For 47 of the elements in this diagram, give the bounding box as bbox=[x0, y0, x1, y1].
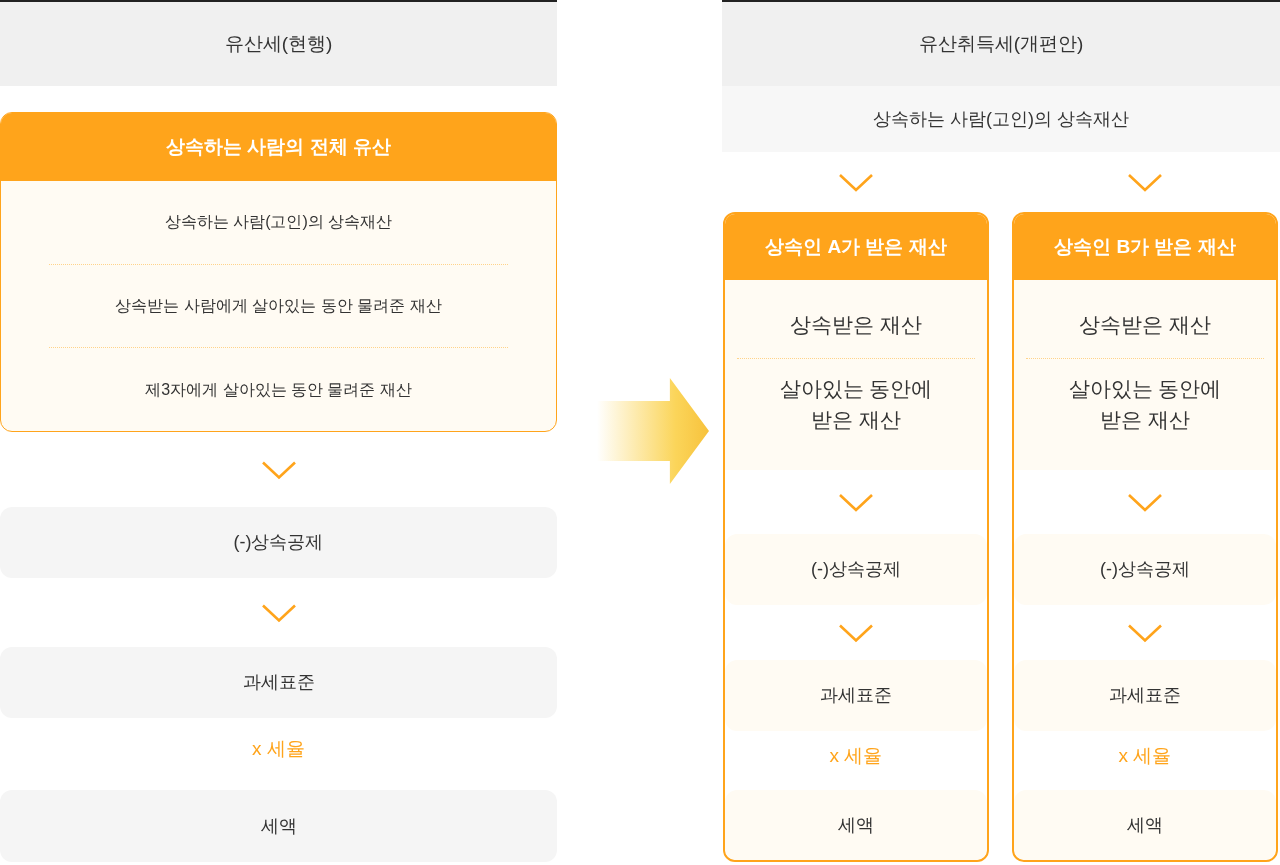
chevron-arrow bbox=[1128, 174, 1162, 192]
header-band bbox=[0, 0, 557, 86]
step-box bbox=[725, 660, 987, 731]
rate-label: x 세율 bbox=[829, 744, 883, 768]
step-label: (-)상속공제 bbox=[233, 531, 324, 554]
card-title: 상속하는 사람의 전체 유산 bbox=[166, 134, 391, 159]
panel-title: 상속인 B가 받은 재산 bbox=[1054, 234, 1236, 259]
step-box bbox=[1014, 660, 1276, 731]
step-label: 세액 bbox=[260, 814, 297, 838]
step-label: (-)상속공제 bbox=[811, 558, 901, 581]
chevron-arrow bbox=[839, 624, 873, 643]
step-box bbox=[725, 534, 987, 605]
chevron-arrow bbox=[261, 604, 296, 623]
chevron-arrow bbox=[839, 174, 873, 192]
section-box bbox=[725, 280, 987, 470]
step-label: 과세표준 bbox=[242, 671, 315, 694]
header-band bbox=[722, 0, 1280, 86]
card-item: 상속하는 사람(고인)의 상속재산 bbox=[164, 212, 393, 233]
step-label: (-)상속공제 bbox=[1100, 558, 1190, 581]
transition-arrow bbox=[597, 378, 709, 484]
step-box bbox=[1014, 790, 1276, 860]
card-item: 상속받는 사람에게 살아있는 동안 물려준 재산 bbox=[115, 296, 442, 316]
band-label: 상속하는 사람(고인)의 상속재산 bbox=[873, 107, 1129, 131]
step-label: 세액 bbox=[1127, 813, 1163, 837]
section-item: 상속받은 재산 bbox=[790, 311, 922, 338]
section-item: 살아있는 동안에 받은 재산 bbox=[1067, 376, 1223, 433]
column-title: 유산취득세(개편안) bbox=[918, 31, 1084, 56]
step-label: 세액 bbox=[838, 813, 874, 837]
rate-label: x 세율 bbox=[252, 737, 305, 761]
card bbox=[0, 112, 557, 432]
step-box bbox=[1014, 534, 1276, 605]
card-item: 제3자에게 살아있는 동안 물려준 재산 bbox=[145, 379, 412, 400]
section-box bbox=[1014, 280, 1276, 470]
panel bbox=[1012, 212, 1278, 862]
step-label: 과세표준 bbox=[820, 684, 892, 707]
section-item: 살아있는 동안에 받은 재산 bbox=[778, 376, 934, 433]
rate-label: x 세율 bbox=[1118, 744, 1172, 768]
chevron-arrow bbox=[261, 461, 296, 480]
panel-title: 상속인 A가 받은 재산 bbox=[765, 234, 947, 259]
section-item: 상속받은 재산 bbox=[1079, 311, 1211, 338]
panel bbox=[723, 212, 989, 862]
chevron-arrow bbox=[1128, 494, 1162, 512]
step-box bbox=[725, 790, 987, 860]
chevron-arrow bbox=[839, 494, 873, 512]
column-title: 유산세(현행) bbox=[224, 31, 333, 56]
chevron-arrow bbox=[1128, 624, 1162, 643]
step-label: 과세표준 bbox=[1109, 684, 1181, 707]
